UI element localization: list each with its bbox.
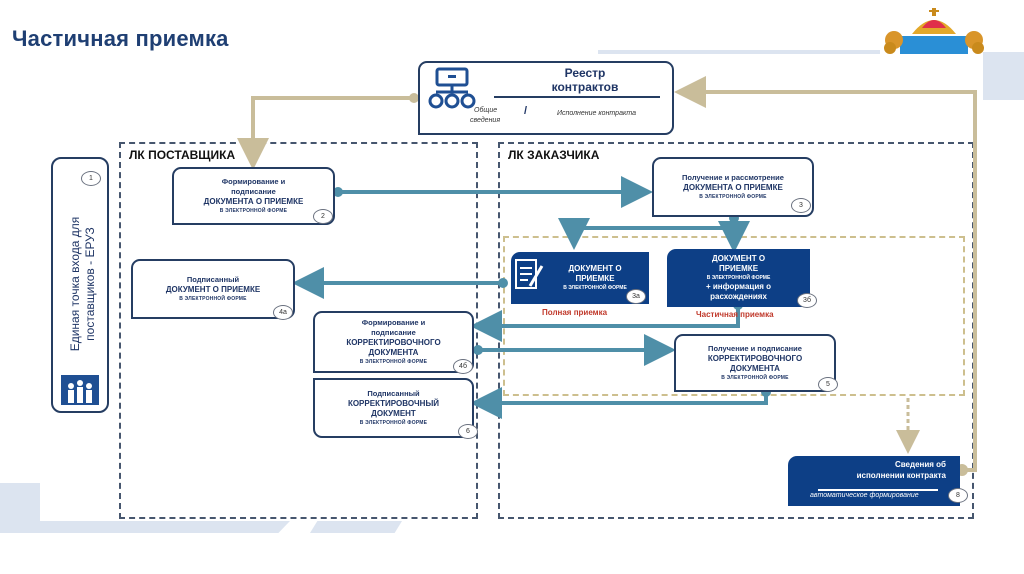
step-number-5: 5 [818, 377, 838, 392]
decor-band-bottom-left [0, 483, 40, 521]
partial-acceptance-caption: Частичная приемка [696, 310, 774, 319]
step-4b-line4: ДОКУМЕНТА [368, 348, 419, 357]
step-5-line2: КОРРЕКТИРОВОЧНОГО [707, 354, 803, 363]
contract-registry-box: Реестр контрактов Общие сведения / Испол… [418, 61, 674, 135]
decor-band-right [983, 52, 1024, 100]
registry-title-line2: контрактов [551, 80, 619, 94]
registry-separator: / [524, 105, 528, 117]
step-6-line2: КОРРЕКТИРОВОЧНЫЙ [347, 399, 440, 408]
step-8-line2: исполнении контракта [856, 471, 946, 480]
eruz-label-line1: Единая точка входа для [68, 216, 82, 352]
step-3b-line1: ДОКУМЕНТ О [711, 254, 766, 263]
step-number-6: 6 [458, 424, 478, 439]
step-5-line1: Получение и подписание [708, 344, 802, 353]
step-3a-line1: ДОКУМЕНТ О [568, 264, 622, 273]
step-5-line3: ДОКУМЕНТА [730, 364, 780, 373]
step-3b-line5: расхождениях [710, 292, 767, 301]
step-3a-line2: ПРИЕМКЕ [575, 274, 615, 283]
step-4a-line3: В ЭЛЕКТРОННОЙ ФОРМЕ [179, 296, 247, 302]
step-4b-line5: В ЭЛЕКТРОННОЙ ФОРМЕ [359, 359, 428, 365]
step-5-line4: В ЭЛЕКТРОННОЙ ФОРМЕ [721, 375, 789, 381]
page-title: Частичная приемка [12, 26, 229, 51]
eruz-entry-point: 1 Единая точка входа для поставщиков - Е… [51, 157, 109, 413]
registry-general-info-line2: сведения [470, 117, 501, 124]
decor-band-bottom [0, 521, 290, 533]
step-number-3: 3 [791, 198, 811, 213]
step-4a-line1: Подписанный [186, 275, 240, 284]
step-4b-form-correction-doc: Формирование и подписание КОРРЕКТИРОВОЧН… [313, 311, 474, 373]
step-8-subtitle: автоматическое формирование [810, 492, 919, 499]
step-3-line3: В ЭЛЕКТРОННОЙ ФОРМЕ [699, 194, 767, 200]
step-3b-line3: В ЭЛЕКТРОННОЙ ФОРМЕ [706, 275, 771, 281]
step-2-form-acceptance-doc: Формирование и подписание ДОКУМЕНТА О ПР… [172, 167, 335, 225]
step-6-line3: ДОКУМЕНТ [371, 409, 416, 418]
step-4b-line2: подписание [371, 328, 416, 337]
step-4b-line3: КОРРЕКТИРОВОЧНОГО [346, 338, 441, 347]
step-4a-line2: ДОКУМЕНТ О ПРИЕМКЕ [165, 285, 261, 294]
step-number-2: 2 [313, 209, 333, 224]
eruz-label: Единая точка входа для поставщиков - ЕРУ… [68, 166, 98, 402]
step-2-line4: В ЭЛЕКТРОННОЙ ФОРМЕ [219, 208, 288, 214]
step-3-line2: ДОКУМЕНТА О ПРИЕМКЕ [683, 183, 783, 192]
registry-execution: Исполнение контракта [557, 110, 636, 117]
step-6-signed-correction-doc: Подписанный КОРРЕКТИРОВОЧНЫЙ ДОКУМЕНТ В … [313, 378, 474, 438]
supplier-lane-title: ЛК ПОСТАВЩИКА [129, 148, 236, 162]
step-8-line1: Сведения об [894, 460, 946, 469]
step-3b-line4: + информация о [705, 282, 772, 291]
step-3b-partial-acceptance-doc: ДОКУМЕНТ О ПРИЕМКЕ В ЭЛЕКТРОННОЙ ФОРМЕ +… [667, 249, 810, 307]
coat-of-arms-logo [882, 4, 986, 54]
step-8-underline [818, 489, 938, 491]
eruz-label-line2: поставщиков - ЕРУЗ [83, 227, 97, 341]
step-3b-line2: ПРИЕМКЕ [718, 264, 759, 273]
step-2-line2: подписание [231, 187, 276, 196]
registry-network-icon [428, 67, 476, 109]
step-3-line1: Получение и рассмотрение [682, 173, 784, 182]
customer-lane-title: ЛК ЗАКАЗЧИКА [508, 148, 600, 162]
registry-title-underline [494, 96, 660, 98]
step-number-3a: 3а [626, 289, 646, 304]
step-3a-line3: В ЭЛЕКТРОННОЙ ФОРМЕ [563, 285, 627, 291]
registry-title-line1: Реестр [564, 66, 606, 80]
step-number-4a: 4а [273, 305, 293, 320]
step-3-receive-acceptance-doc: Получение и рассмотрение ДОКУМЕНТА О ПРИ… [652, 157, 814, 217]
step-6-line1: Подписанный [367, 389, 420, 398]
step-4b-line1: Формирование и [361, 318, 426, 327]
step-8-contract-execution-info: Сведения об исполнении контракта автомат… [788, 456, 960, 506]
step-number-8: 8 [948, 488, 968, 503]
step-2-line1: Формирование и [221, 177, 286, 186]
full-acceptance-caption: Полная приемка [542, 308, 608, 317]
step-4a-signed-acceptance-doc: Подписанный ДОКУМЕНТ О ПРИЕМКЕ В ЭЛЕКТРО… [131, 259, 295, 319]
step-number-1: 1 [81, 171, 101, 186]
step-number-3b: 3б [797, 293, 817, 308]
step-2-line3: ДОКУМЕНТА О ПРИЕМКЕ [203, 197, 304, 206]
registry-general-info-line1: Общие [474, 107, 498, 114]
document-checklist-icon [515, 259, 544, 289]
step-6-line4: В ЭЛЕКТРОННОЙ ФОРМЕ [359, 420, 428, 426]
decor-band-top [598, 50, 880, 54]
step-number-4b: 4б [453, 359, 473, 374]
people-building-icon [61, 375, 99, 405]
step-5-receive-correction-doc: Получение и подписание КОРРЕКТИРОВОЧНОГО… [674, 334, 836, 392]
decor-band-bottom-2 [310, 521, 402, 533]
